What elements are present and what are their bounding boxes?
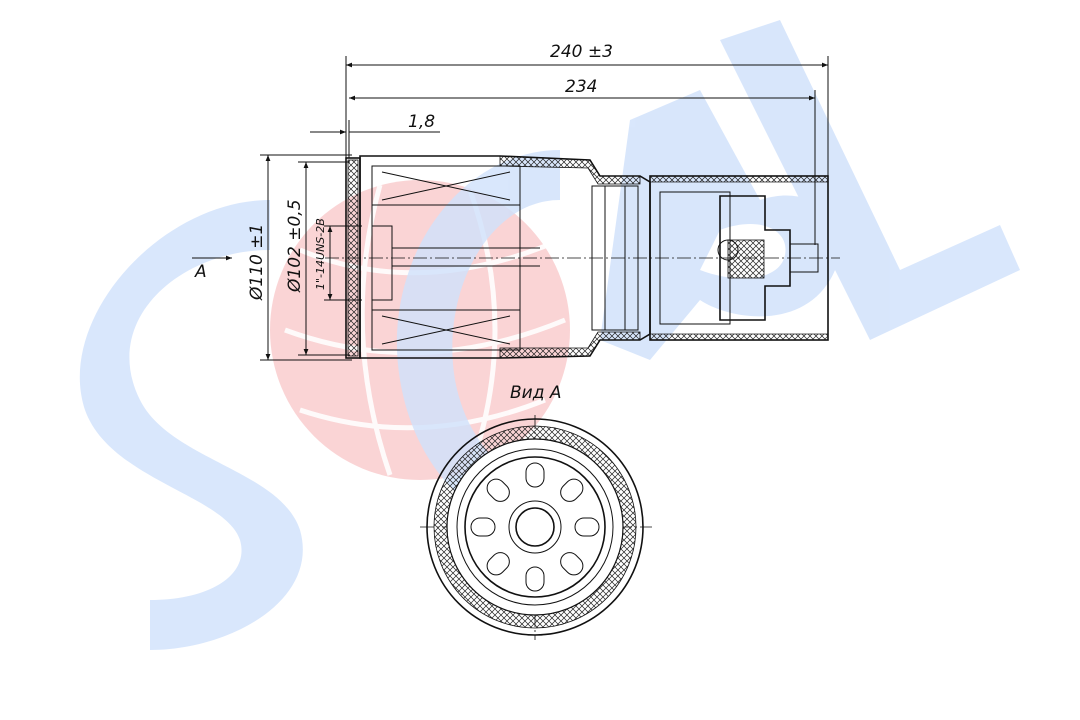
- outer-diameter-label: Ø110 ±1: [247, 224, 267, 301]
- flange-offset-label: 1,8: [408, 112, 435, 132]
- view-marker: A: [194, 262, 207, 282]
- thread-label: 1"-14UNS-2B: [314, 218, 327, 290]
- filter-side-section: [325, 155, 840, 359]
- view-a-holes: [470, 462, 600, 592]
- dimension-lines: [192, 56, 829, 361]
- body-length-label: 234: [565, 77, 597, 97]
- gasket-diameter-label: Ø102 ±0,5: [285, 199, 305, 293]
- view-a-end: [420, 415, 652, 640]
- overall-length-label: 240 ±3: [550, 42, 613, 62]
- view-a-caption: Вид А: [510, 383, 562, 403]
